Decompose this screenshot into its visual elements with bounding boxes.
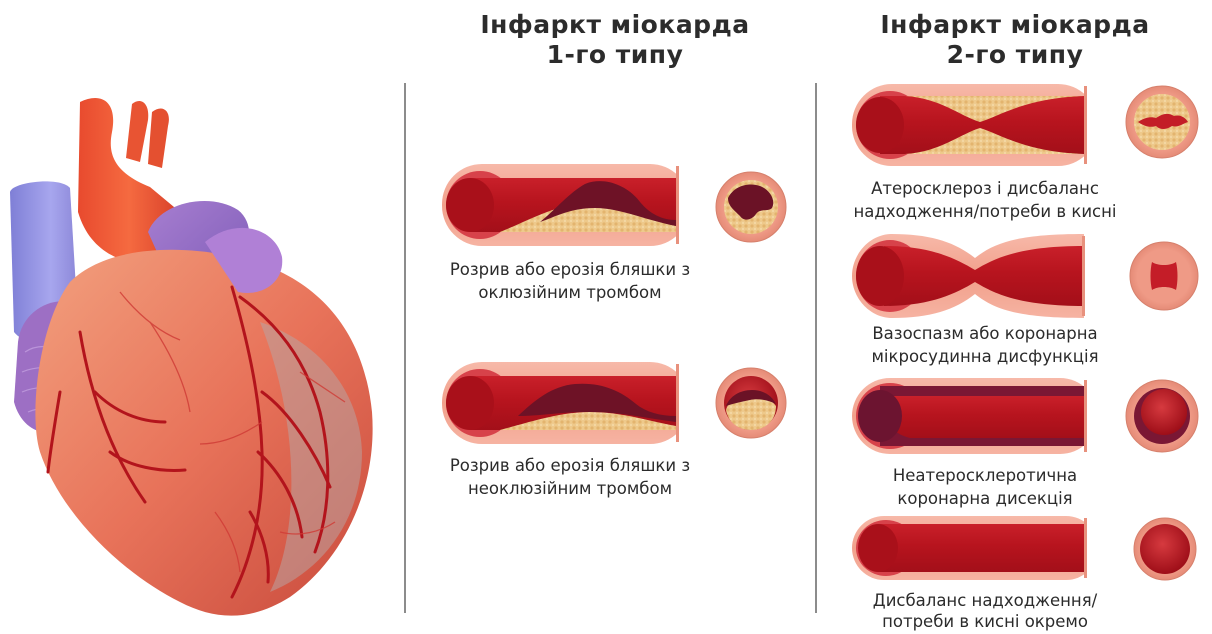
type2-cross-section-3 — [1124, 378, 1200, 454]
type2-caption-1: Атеросклероз і дисбаланс надходження/пот… — [840, 177, 1130, 223]
aortic-branch-shape — [126, 101, 148, 162]
type2-caption-2-line1: Вазоспазм або коронарна — [840, 322, 1130, 345]
type2-caption-4-line1: Дисбаланс надходження/ — [840, 590, 1130, 611]
type1-caption-1-line1: Розрив або ерозія бляшки з — [420, 258, 720, 281]
type2-title-line1: Інфаркт міокарда — [830, 10, 1200, 40]
type2-vessel-1 — [850, 82, 1100, 168]
type1-vessel-1 — [440, 162, 692, 248]
type2-caption-3-line1: Неатеросклеротична — [840, 464, 1130, 487]
type2-cross-section-2 — [1128, 240, 1200, 312]
type1-caption-2-line2: неоклюзійним тромбом — [420, 477, 720, 500]
type1-caption-1-line2: оклюзійним тромбом — [420, 281, 720, 304]
type2-caption-3: Неатеросклеротична коронарна дисекція — [840, 464, 1130, 510]
type2-cross-section-1 — [1124, 84, 1200, 160]
right-divider — [815, 83, 817, 613]
type1-title-line2: 1-го типу — [430, 40, 800, 70]
type2-caption-1-line1: Атеросклероз і дисбаланс — [840, 177, 1130, 200]
type1-title: Інфаркт міокарда 1-го типу — [430, 10, 800, 70]
type2-title-line2: 2-го типу — [830, 40, 1200, 70]
type2-caption-1-line2: надходження/потреби в кисні — [840, 200, 1130, 223]
type1-caption-2-line1: Розрив або ерозія бляшки з — [420, 454, 720, 477]
type2-vessel-2 — [850, 232, 1100, 320]
left-divider — [404, 83, 406, 613]
type2-vessel-3 — [850, 376, 1100, 456]
type1-caption-1: Розрив або ерозія бляшки з оклюзійним тр… — [420, 258, 720, 304]
type2-vessel-4 — [850, 514, 1100, 582]
type2-caption-4-line2: потреби в кисні окремо — [840, 611, 1130, 632]
aortic-branch-shape-2 — [148, 108, 169, 168]
type2-title: Інфаркт міокарда 2-го типу — [830, 10, 1200, 70]
type1-title-line1: Інфаркт міокарда — [430, 10, 800, 40]
type2-caption-4: Дисбаланс надходження/ потреби в кисні о… — [840, 590, 1130, 632]
type1-cross-section-2 — [714, 366, 788, 440]
type2-caption-3-line2: коронарна дисекція — [840, 487, 1130, 510]
type1-vessel-2 — [440, 360, 692, 446]
type2-caption-2: Вазоспазм або коронарна мікросудинна дис… — [840, 322, 1130, 368]
type2-caption-2-line2: мікросудинна дисфункція — [840, 345, 1130, 368]
type1-caption-2: Розрив або ерозія бляшки з неоклюзійним … — [420, 454, 720, 500]
type1-cross-section-1 — [714, 170, 788, 244]
type2-cross-section-4 — [1132, 516, 1198, 582]
heart-illustration — [0, 92, 395, 630]
